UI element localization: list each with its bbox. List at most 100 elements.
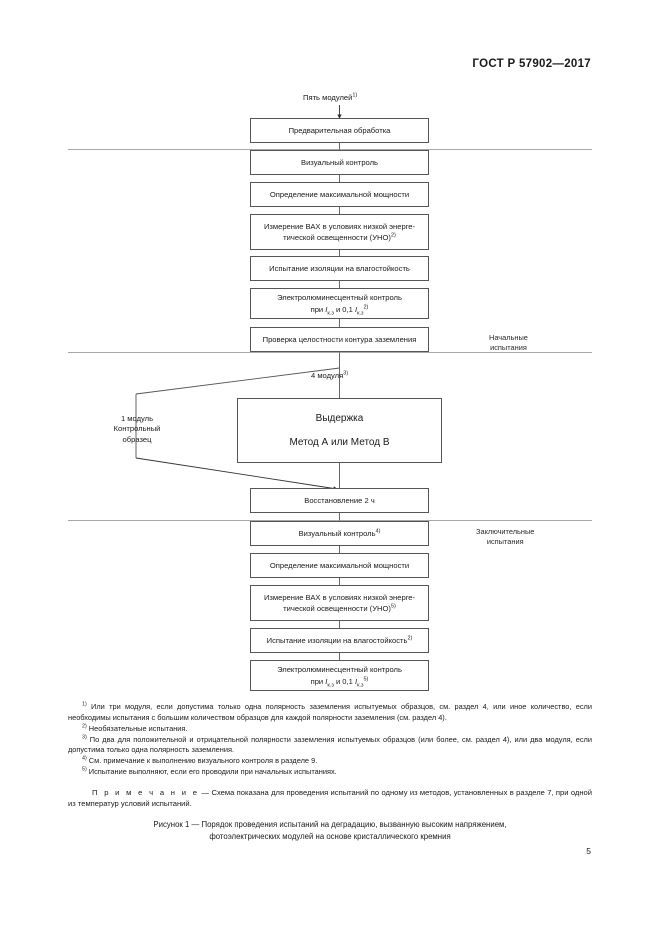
footnote-3-text: По два для положительной и отрицательной… bbox=[68, 734, 592, 755]
footnote-2-marker: 2) bbox=[82, 723, 87, 730]
phase-final-line2: испытания bbox=[486, 536, 524, 546]
flow-node-iv-low-irradiance-final[interactable]: Измерение ВАХ в условиях низкой энерге- … bbox=[250, 585, 429, 621]
el-initial-footnote-ref: 2) bbox=[363, 303, 369, 310]
flow-node-preliminary-treatment-label: Предварительная обработка bbox=[288, 126, 391, 135]
flow-node-visual-inspection-initial[interactable]: Визуальный контроль bbox=[250, 150, 429, 175]
el-final-mid: и 0,1 bbox=[333, 676, 355, 686]
visual-final-footnote-ref: 4) bbox=[375, 528, 381, 535]
flow-node-wet-leakage-initial[interactable]: Испытание изоляции на влагостойкость bbox=[250, 256, 429, 281]
footnote-3: 3) По два для положительной и отрицатель… bbox=[68, 734, 592, 756]
footnote-4-marker: 4) bbox=[82, 755, 87, 762]
flow-node-max-power-final-label: Определение максимальной мощности bbox=[269, 561, 410, 570]
footnote-5: 5) Испытание выполняют, если его проводи… bbox=[68, 767, 592, 778]
footnote-1-marker: 1) bbox=[82, 701, 87, 708]
el-final-sym1: I bbox=[325, 676, 328, 686]
phase-label-final-tests: Заключительные испытания bbox=[476, 527, 534, 547]
footnote-5-marker: 5) bbox=[82, 766, 87, 773]
control-sample-line2: Контрольный bbox=[113, 424, 161, 434]
flow-node-recovery-label: Восстановление 2 ч bbox=[304, 496, 375, 505]
figure-caption-line2: фотоэлектрических модулей на основе крис… bbox=[209, 831, 451, 841]
wet-final-text: Испытание изоляции на влагостойкость bbox=[266, 636, 408, 645]
flow-node-stress-hold[interactable]: Выдержка Метод А или Метод В bbox=[237, 398, 442, 463]
hold-subtitle: Метод А или Метод В bbox=[289, 436, 390, 448]
remark-block: П р и м е ч а н и е — Схема показана для… bbox=[68, 787, 592, 810]
flow-node-wet-leakage-final-label: Испытание изоляции на влагостойкость2) bbox=[256, 635, 423, 646]
remark-label: П р и м е ч а н и е bbox=[92, 788, 200, 797]
phase-initial-line2: испытания bbox=[490, 342, 527, 352]
remark-text: Схема показана для проведения испытаний … bbox=[68, 788, 592, 809]
flow-node-max-power-final[interactable]: Определение максимальной мощности bbox=[250, 553, 429, 578]
wet-final-footnote-ref: 2) bbox=[407, 635, 413, 642]
figure-caption: Рисунок 1 — Порядок проведения испытаний… bbox=[68, 819, 592, 842]
phase-label-initial-tests: Начальные испытания bbox=[489, 333, 528, 353]
flow-node-visual-inspection-final[interactable]: Визуальный контроль4) bbox=[250, 521, 429, 546]
el-initial-mid: и 0,1 bbox=[333, 304, 355, 314]
el-initial-line1: Электролюминесцентный контроль bbox=[277, 293, 402, 303]
el-initial-sub2: к.з bbox=[357, 310, 364, 317]
phase-final-line1: Заключительные bbox=[476, 527, 535, 536]
flow-node-wet-leakage-final[interactable]: Испытание изоляции на влагостойкость2) bbox=[250, 628, 429, 653]
document-header-standard-number: ГОСТ Р 57902—2017 bbox=[472, 58, 591, 70]
el-final-line1: Электролюминесцентный контроль bbox=[277, 665, 402, 675]
footnote-1-text: Или три модуля, если допустима только од… bbox=[68, 702, 592, 722]
flow-node-iv-low-irradiance-initial-label: Измерение ВАХ в условиях низкой энерге- … bbox=[256, 221, 423, 244]
iv-initial-footnote-ref: 2) bbox=[390, 232, 396, 239]
remark-paragraph: П р и м е ч а н и е — Схема показана для… bbox=[68, 787, 592, 810]
footnote-5-text: Испытание выполняют, если его проводили … bbox=[88, 767, 337, 777]
footnote-4-text: См. примечание к выполнению визуального … bbox=[88, 756, 318, 766]
flow-node-electroluminescence-final[interactable]: Электролюминесцентный контроль при Iк.з … bbox=[250, 660, 429, 691]
hold-title: Выдержка bbox=[315, 412, 364, 424]
flow-node-iv-low-irradiance-final-label: Измерение ВАХ в условиях низкой энерге- … bbox=[256, 592, 423, 615]
el-final-sub1: к.з bbox=[327, 682, 334, 689]
el-initial-sym2: I bbox=[354, 304, 358, 314]
flow-node-preliminary-treatment[interactable]: Предварительная обработка bbox=[250, 118, 429, 143]
flow-node-visual-inspection-initial-label: Визуальный контроль bbox=[301, 158, 378, 167]
el-final-sub2: к.з bbox=[357, 682, 364, 689]
el-initial-pre: при bbox=[310, 304, 326, 314]
el-final-pre: при bbox=[310, 676, 326, 686]
flow-node-max-power-initial-label: Определение максимальной мощности bbox=[269, 190, 410, 199]
flow-node-ground-continuity-label: Проверка целостности контура заземления bbox=[262, 335, 417, 344]
control-sample-line1: 1 модуль bbox=[120, 414, 154, 423]
flow-node-visual-inspection-final-label: Визуальный контроль4) bbox=[256, 528, 423, 539]
flow-node-ground-continuity[interactable]: Проверка целостности контура заземления bbox=[250, 327, 429, 352]
footnote-4: 4) См. примечание к выполнению визуально… bbox=[68, 756, 592, 767]
flow-entry-label: Пять модулей1) bbox=[303, 93, 357, 103]
iv-final-footnote-ref: 5) bbox=[390, 603, 396, 610]
figure-caption-line1: Рисунок 1 — Порядок проведения испытаний… bbox=[153, 820, 507, 829]
el-final-footnote-ref: 5) bbox=[363, 675, 369, 682]
footnote-2: 2) Необязательные испытания. bbox=[68, 723, 592, 735]
flow-node-wet-leakage-initial-label: Испытание изоляции на влагостойкость bbox=[269, 264, 410, 273]
el-initial-sym1: I bbox=[325, 304, 328, 314]
flow-node-electroluminescence-initial[interactable]: Электролюминесцентный контроль при Iк.з … bbox=[250, 288, 429, 319]
remark-dash: — bbox=[199, 788, 212, 797]
iv-final-line1: Измерение ВАХ в условиях низкой энерге- bbox=[263, 592, 416, 602]
el-final-sym2: I bbox=[354, 676, 358, 686]
flowchart-connectors bbox=[68, 105, 592, 660]
flow-node-recovery[interactable]: Восстановление 2 ч bbox=[250, 488, 429, 513]
flowchart: Пять модулей1) Предварительная обработка… bbox=[68, 93, 592, 691]
visual-final-text: Визуальный контроль bbox=[298, 529, 376, 538]
flow-node-iv-low-irradiance-initial[interactable]: Измерение ВАХ в условиях низкой энерге- … bbox=[250, 214, 429, 250]
flow-split-footnote-ref: 3) bbox=[343, 370, 349, 377]
footnotes-block: 1) Или три модуля, если допустима только… bbox=[68, 702, 592, 778]
flow-node-max-power-initial[interactable]: Определение максимальной мощности bbox=[250, 182, 429, 207]
footnote-2-text: Необязательные испытания. bbox=[88, 723, 188, 733]
flow-node-electroluminescence-initial-label: Электролюминесцентный контроль при Iк.з … bbox=[256, 292, 423, 317]
flow-split-label-four-modules: 4 модуля3) bbox=[311, 371, 348, 381]
flow-entry-footnote-ref: 1) bbox=[352, 92, 358, 99]
page-number: 5 bbox=[586, 846, 591, 856]
flow-node-electroluminescence-final-label: Электролюминесцентный контроль при Iк.з … bbox=[256, 664, 423, 689]
flow-branch-label-control-sample: 1 модуль Контрольный образец bbox=[109, 414, 165, 445]
iv-initial-line2: тической освещенности (УНО) bbox=[283, 233, 391, 242]
flow-split-label-text: 4 модуля bbox=[311, 371, 344, 380]
phase-initial-line1: Начальные bbox=[489, 333, 528, 342]
footnote-3-marker: 3) bbox=[82, 734, 87, 741]
flow-entry-label-text: Пять модулей bbox=[303, 93, 353, 102]
flow-node-stress-hold-label: Выдержка Метод А или Метод В bbox=[243, 409, 436, 453]
footnote-1: 1) Или три модуля, если допустима только… bbox=[68, 702, 592, 723]
el-initial-sub1: к.з bbox=[327, 310, 334, 317]
iv-initial-line1: Измерение ВАХ в условиях низкой энерге- bbox=[263, 221, 416, 231]
iv-final-line2: тической освещенности (УНО) bbox=[283, 604, 391, 613]
